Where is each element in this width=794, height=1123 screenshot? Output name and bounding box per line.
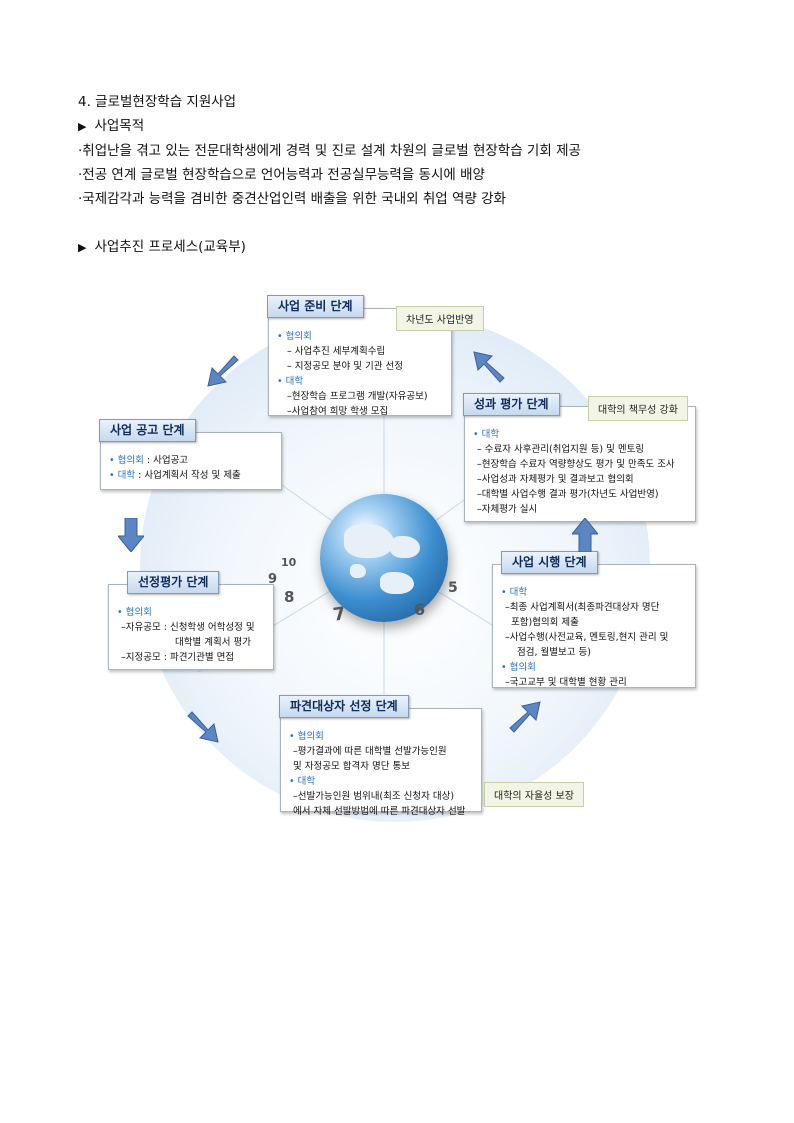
stage-item: 포함)협의회 제출 bbox=[511, 617, 579, 628]
globe-number: 5 bbox=[448, 580, 458, 596]
stage-item: –지정공모 : 파견기관별 면접 bbox=[121, 652, 235, 663]
globe-land-islands bbox=[350, 564, 366, 578]
stage-item: –자체평가 실시 bbox=[477, 504, 538, 515]
org-label: 협의회 bbox=[117, 455, 144, 466]
bullet-dot-icon: • bbox=[277, 331, 283, 342]
purpose-heading-row: ▶ 사업목적 bbox=[78, 114, 581, 139]
spacer bbox=[78, 211, 581, 235]
bullet-dot-icon: • bbox=[109, 455, 115, 466]
bullet-dot-icon: • bbox=[289, 776, 295, 787]
stage-item: –현장학습 수료자 역량향상도 평가 및 만족도 조사 bbox=[477, 459, 675, 470]
globe-number: 10 bbox=[281, 556, 297, 569]
stage-prep-title: 사업 준비 단계 bbox=[267, 295, 364, 318]
stage-item: : 사업공고 bbox=[143, 455, 189, 466]
stage-announce-title: 사업 공고 단계 bbox=[99, 419, 196, 442]
globe-image bbox=[320, 494, 448, 622]
bullet-dot-icon: • bbox=[277, 376, 283, 387]
stage-item: –사업수행(사전교육, 멘토링,현지 관리 및 bbox=[505, 632, 669, 643]
stage-item: 점검, 월별보고 등) bbox=[517, 647, 591, 658]
stage-item: –사업성과 자체평가 및 결과보고 협의회 bbox=[477, 474, 634, 485]
stage-execute-box: 사업 시행 단계 •대학 –최종 사업계획서(최종파견대상자 명단 포함)협의회… bbox=[492, 551, 696, 688]
stage-item: 에서 자체 선발방법에 따른 파견대상자 선발 bbox=[293, 806, 466, 817]
intro-section: 4. 글로벌현장학습 지원사업 ▶ 사업목적 ·취업난을 겪고 있는 전문대학생에… bbox=[78, 90, 581, 260]
stage-announce-box: 사업 공고 단계 •협의회 : 사업공고 •대학 : 사업계획서 작성 및 제출 bbox=[99, 419, 282, 490]
process-diagram: 7 8 9 10 6 5 사업 준비 단계 •협의회 – 사업추진 세부계획수립… bbox=[88, 282, 708, 822]
stage-dispatch-title: 파견대상자 선정 단계 bbox=[279, 695, 409, 718]
stage-evaluate-box: 성과 평가 단계 •대학 – 수료자 사후관리(취업지원 등) 및 멘토링 –현… bbox=[463, 393, 696, 522]
arrow-down-icon bbox=[118, 518, 144, 552]
stage-item: –선발가능인원 범위내(최조 신청자 대상) bbox=[293, 791, 455, 802]
stage-item: –자유공모 : 신청학생 어학성정 및 bbox=[121, 622, 255, 633]
section-title: 4. 글로벌현장학습 지원사업 bbox=[78, 94, 237, 110]
note-accountability: 대학의 책무성 강화 bbox=[588, 396, 688, 421]
org-label: 대학 bbox=[481, 429, 500, 440]
process-heading: 사업추진 프로세스(교육부) bbox=[94, 239, 246, 255]
purpose-item: ·취업난을 겪고 있는 전문대학생에게 경력 및 진로 설계 차원의 글로벌 현… bbox=[78, 143, 581, 159]
globe-land-east bbox=[390, 536, 420, 558]
globe-land-asia bbox=[344, 524, 394, 558]
stage-item: : 사업계획서 작성 및 제출 bbox=[135, 470, 241, 481]
bullet-dot-icon: • bbox=[473, 429, 479, 440]
note-next-year: 차년도 사업반영 bbox=[396, 306, 484, 331]
purpose-item: ·전공 연계 글로벌 현장학습으로 언어능력과 전공실무능력을 동시에 배양 bbox=[78, 167, 485, 183]
stage-item: –평가결과에 따른 대학별 선발가능인원 bbox=[293, 746, 447, 757]
bullet-dot-icon: • bbox=[501, 587, 507, 598]
stage-item: 대학별 계획서 평가 bbox=[175, 637, 251, 648]
stage-item: – 사업추진 세부계획수립 bbox=[287, 346, 386, 357]
arrow-down-right-icon bbox=[187, 711, 219, 743]
bullet-dot-icon: • bbox=[117, 607, 123, 618]
stage-evaluate-title: 성과 평가 단계 bbox=[463, 393, 560, 416]
purpose-heading: 사업목적 bbox=[94, 118, 145, 134]
stage-item: –최종 사업계획서(최종파견대상자 명단 bbox=[505, 602, 660, 613]
stage-item: –국고교부 및 대학별 현황 관리 bbox=[505, 677, 627, 688]
arrow-up-right-icon bbox=[509, 701, 541, 733]
org-label: 협의회 bbox=[297, 731, 324, 742]
stage-item: 및 자정공모 합격자 명단 통보 bbox=[293, 761, 410, 772]
triangle-bullet-icon: ▶ bbox=[78, 120, 87, 133]
stage-prep-box: 사업 준비 단계 •협의회 – 사업추진 세부계획수립 – 지정공모 분야 및 … bbox=[267, 295, 452, 417]
stage-item: – 지정공모 분야 및 기관 선정 bbox=[287, 361, 403, 372]
process-heading-row: ▶ 사업추진 프로세스(교육부) bbox=[78, 235, 581, 260]
stage-item: –대학별 사업수행 결과 평가(차년도 사업반영) bbox=[477, 489, 659, 500]
purpose-item: ·국제감각과 능력을 겸비한 중견산업인력 배출을 위한 국내외 취업 역량 강… bbox=[78, 191, 506, 207]
globe-number: 9 bbox=[268, 572, 278, 587]
arrow-up-left-icon bbox=[473, 351, 505, 383]
arrow-down-left-icon bbox=[207, 355, 239, 387]
triangle-bullet-icon: ▶ bbox=[78, 241, 87, 254]
bullet-dot-icon: • bbox=[109, 470, 115, 481]
stage-dispatch-box: 파견대상자 선정 단계 •협의회 –평가결과에 따른 대학별 선발가능인원 및 … bbox=[279, 695, 482, 817]
org-label: 대학 bbox=[285, 376, 304, 387]
org-label: 대학 bbox=[297, 776, 316, 787]
globe-land-australia bbox=[380, 572, 414, 594]
bullet-dot-icon: • bbox=[501, 662, 507, 673]
org-label: 협의회 bbox=[509, 662, 536, 673]
arrow-up-icon bbox=[572, 518, 598, 552]
stage-item: –사업참여 희망 학생 모집 bbox=[287, 406, 389, 417]
stage-item: – 수료자 사후관리(취업지원 등) 및 멘토링 bbox=[477, 444, 645, 455]
stage-selection-box: 선정평가 단계 •협의회 –자유공모 : 신청학생 어학성정 및 대학별 계획서… bbox=[108, 571, 274, 670]
org-label: 대학 bbox=[117, 470, 136, 481]
globe-number: 6 bbox=[414, 600, 426, 619]
org-label: 협의회 bbox=[285, 331, 312, 342]
note-autonomy: 대학의 자율성 보장 bbox=[484, 782, 584, 807]
globe-number: 8 bbox=[284, 588, 295, 606]
org-label: 협의회 bbox=[125, 607, 152, 618]
stage-execute-title: 사업 시행 단계 bbox=[501, 551, 598, 574]
bullet-dot-icon: • bbox=[289, 731, 295, 742]
stage-item: –현장학습 프로그램 개발(자유공보) bbox=[287, 391, 428, 402]
stage-selection-title: 선정평가 단계 bbox=[127, 571, 220, 594]
org-label: 대학 bbox=[509, 587, 528, 598]
